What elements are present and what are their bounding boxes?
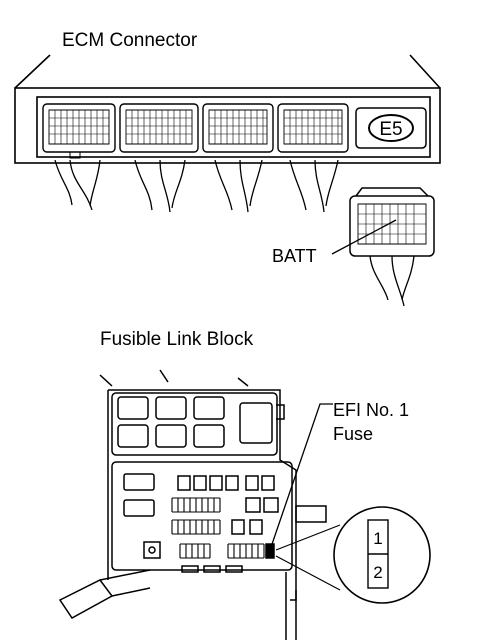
fuse-pin-1-label: 1	[373, 529, 382, 548]
efi-fuse-leader-line	[269, 403, 333, 551]
batt-connector	[349, 187, 435, 307]
ecm-housing	[14, 54, 441, 164]
ecm-connector-2	[119, 103, 199, 153]
efi-fuse-label-line1: EFI No. 1	[333, 400, 409, 420]
ecm-connector-3	[202, 103, 274, 153]
ecm-connector-1	[42, 103, 116, 159]
batt-label: BATT	[272, 246, 317, 266]
fuse-callout: 1 2	[275, 506, 431, 604]
fusible-link-block-title: Fusible Link Block	[100, 329, 254, 350]
batt-leader-line	[331, 219, 397, 255]
connector-code-label: E5	[379, 119, 402, 140]
efi-fuse-label-line2: Fuse	[333, 424, 373, 444]
ecm-connector-4	[277, 103, 349, 153]
connector-code-badge: E5	[355, 107, 427, 149]
ecm-wire-harness	[54, 159, 339, 213]
fuse-pin-2-label: 2	[373, 563, 382, 582]
ecm-connector-title: ECM Connector	[62, 30, 198, 51]
fusible-link-block	[58, 369, 327, 640]
